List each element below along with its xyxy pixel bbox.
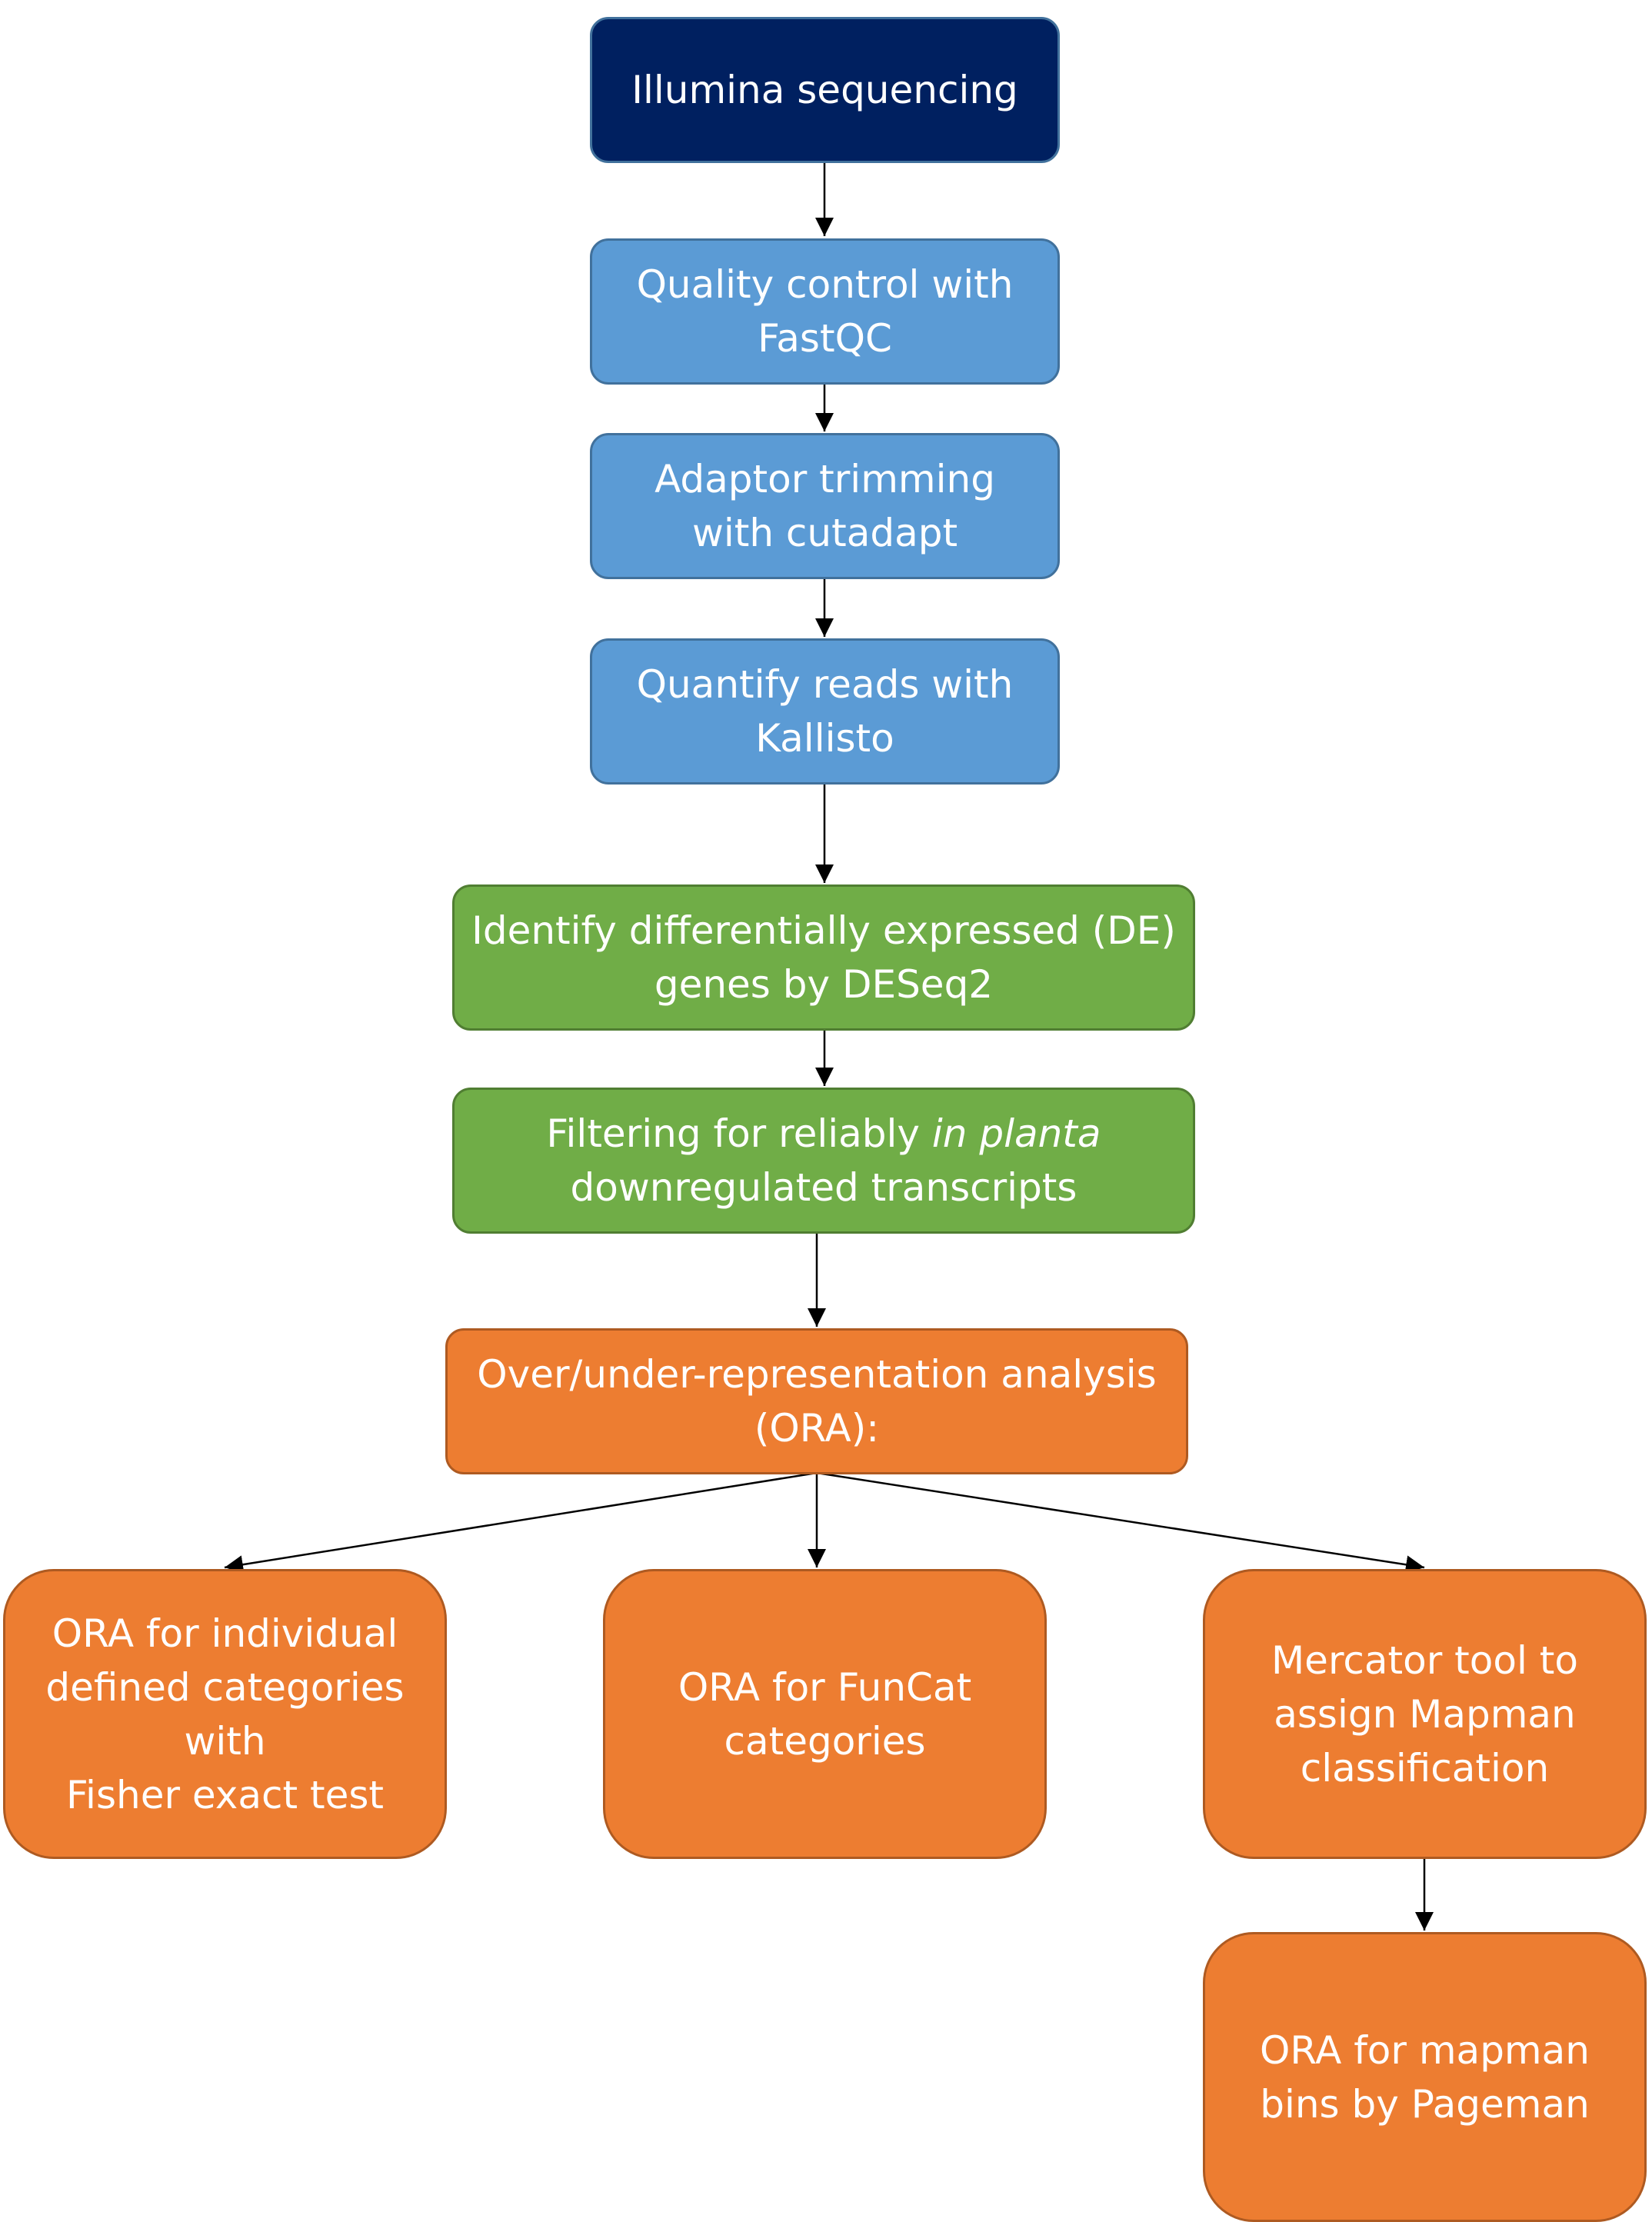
step-ora-fisher-label: ORA for individual defined categories wi… (45, 1611, 405, 1817)
step-mercator: Mercator tool to assign Mapman classific… (1203, 1569, 1647, 1859)
step-illumina-sequencing-label: Illumina sequencing (631, 68, 1018, 112)
step-ora-fisher: ORA for individual defined categories wi… (3, 1569, 447, 1859)
arrow-ora-to-fisher (224, 1471, 818, 1574)
step-filtering-label: Filtering for reliably in planta downreg… (546, 1107, 1101, 1214)
step-ora-label: Over/under-representation analysis (ORA)… (477, 1352, 1157, 1451)
step-ora-pageman: ORA for mapman bins by Pageman (1203, 1932, 1647, 2222)
step-filtering: Filtering for reliably in planta downreg… (452, 1088, 1195, 1234)
step-quantify-reads-label: Quantify reads with Kallisto (636, 662, 1014, 761)
step-quantify-reads: Quantify reads with Kallisto (590, 638, 1060, 785)
step-filtering-text-italic: in planta (931, 1111, 1101, 1156)
step-quality-control-label: Quality control with FastQC (636, 262, 1014, 361)
step-differential-expression: Identify differentially expressed (DE) g… (452, 884, 1195, 1031)
arrow-ora-to-mercator (816, 1471, 1425, 1574)
step-adaptor-trimming: Adaptor trimming with cutadapt (590, 433, 1060, 579)
step-filtering-text-after: downregulated transcripts (570, 1165, 1077, 1210)
step-illumina-sequencing: Illumina sequencing (590, 17, 1060, 163)
step-quality-control: Quality control with FastQC (590, 238, 1060, 385)
step-ora-funcat: ORA for FunCat categories (603, 1569, 1047, 1859)
step-ora: Over/under-representation analysis (ORA)… (445, 1328, 1188, 1474)
step-mercator-label: Mercator tool to assign Mapman classific… (1271, 1637, 1578, 1791)
step-filtering-text-before: Filtering for reliably (546, 1111, 932, 1156)
step-ora-funcat-label: ORA for FunCat categories (678, 1664, 972, 1764)
step-differential-expression-label: Identify differentially expressed (DE) g… (471, 908, 1176, 1007)
step-adaptor-trimming-label: Adaptor trimming with cutadapt (654, 457, 995, 555)
step-ora-pageman-label: ORA for mapman bins by Pageman (1260, 2027, 1590, 2127)
